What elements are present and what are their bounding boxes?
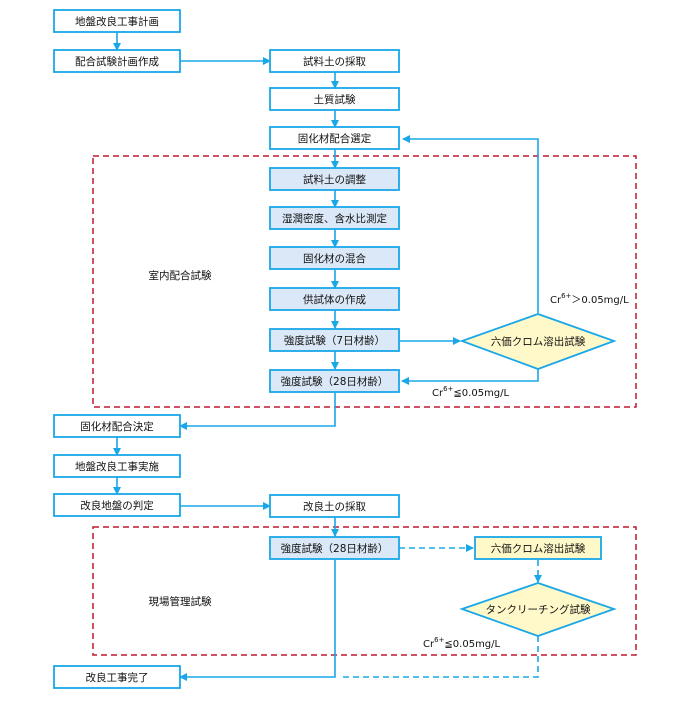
node-agent-mixing: 固化材の混合: [269, 246, 400, 270]
node-agent-decide-label: 固化材配合決定: [80, 420, 154, 433]
node-judgement: 改良地盤の判定: [53, 493, 181, 517]
lab-test-region: [92, 155, 637, 408]
node-improved-sampling-label: 改良土の採取: [303, 500, 366, 513]
node-strength-7-label: 強度試験（7日材齢）: [284, 334, 385, 347]
node-soil-test-label: 土質試験: [314, 93, 356, 106]
node-mix-plan: 配合試験計画作成: [53, 49, 181, 73]
arrow-strength28-to-decide: [179, 393, 336, 430]
decision-cr-leach-1-label: 六価クロム溶出試験: [491, 335, 586, 348]
node-strength-28-field-label: 強度試験（28日材齢）: [281, 542, 389, 555]
node-construction: 地盤改良工事実施: [53, 454, 181, 478]
node-mix-plan-label: 配合試験計画作成: [75, 55, 159, 68]
node-plan: 地盤改良工事計画: [53, 9, 181, 33]
arrow-strength-field-to-complete: [179, 560, 336, 681]
node-strength-7: 強度試験（7日材齢）: [269, 328, 400, 352]
node-construction-label: 地盤改良工事実施: [75, 460, 159, 473]
node-density-measure-label: 湿潤密度、含水比測定: [282, 212, 387, 225]
node-strength-28-field: 強度試験（28日材齢）: [269, 536, 400, 560]
node-soil-adjust-label: 試料土の調整: [303, 173, 366, 186]
node-agent-select: 固化材配合選定: [269, 126, 400, 150]
node-cr-leach-2: 六価クロム溶出試験: [474, 536, 602, 560]
node-judgement-label: 改良地盤の判定: [80, 499, 154, 512]
arrow-tank-to-complete: [340, 636, 539, 678]
condition-within-limit-1: Cr6+≦0.05mg/L: [432, 385, 510, 399]
lab-region-label: 室内配合試験: [149, 269, 212, 282]
node-strength-28-label: 強度試験（28日材齢）: [281, 375, 389, 388]
decision-cr-leach-1: 六価クロム溶出試験: [459, 313, 617, 370]
condition-over-limit: Cr6+＞0.05mg/L: [550, 292, 629, 306]
node-agent-select-label: 固化材配合選定: [298, 132, 372, 145]
node-cr-leach-2-label: 六価クロム溶出試験: [491, 542, 586, 555]
node-improved-sampling: 改良土の採取: [269, 494, 400, 518]
node-soil-sampling-label: 試料土の採取: [303, 55, 366, 68]
node-complete-label: 改良工事完了: [86, 671, 149, 684]
node-agent-decide: 固化材配合決定: [53, 414, 181, 438]
arrow-crleach-feedback: [402, 135, 539, 313]
node-complete: 改良工事完了: [53, 665, 181, 689]
node-plan-label: 地盤改良工事計画: [75, 15, 159, 28]
condition-within-limit-2: Cr6+≦0.05mg/L: [423, 636, 501, 650]
decision-tank-leach: タンクリーチング試験: [459, 582, 617, 637]
node-soil-sampling: 試料土の採取: [269, 49, 400, 73]
node-specimen-label: 供試体の作成: [303, 293, 366, 306]
node-strength-28: 強度試験（28日材齢）: [269, 369, 400, 393]
field-test-region: [92, 526, 637, 656]
arrow-crleach-to-strength28: [401, 369, 539, 385]
node-specimen: 供試体の作成: [269, 287, 400, 311]
node-soil-adjust: 試料土の調整: [269, 167, 400, 191]
node-density-measure: 湿潤密度、含水比測定: [269, 206, 400, 230]
decision-tank-leach-label: タンクリーチング試験: [486, 603, 591, 616]
field-region-label: 現場管理試験: [149, 595, 212, 608]
node-soil-test: 土質試験: [269, 87, 400, 111]
node-agent-mixing-label: 固化材の混合: [303, 252, 366, 265]
